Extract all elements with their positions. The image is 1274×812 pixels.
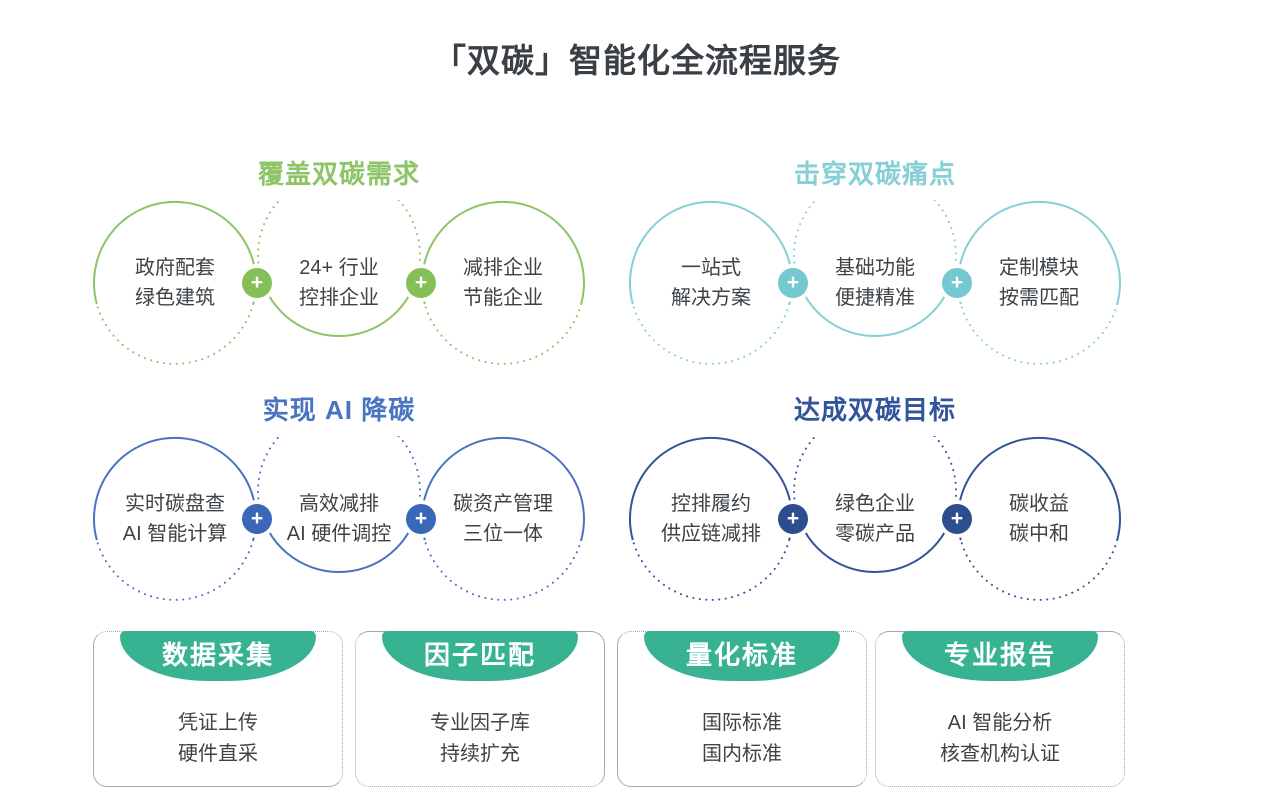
plus-icon: + <box>406 504 436 534</box>
circle-outline <box>793 436 957 573</box>
circle-outline <box>421 200 585 365</box>
section-title: 击穿双碳痛点 <box>793 159 956 189</box>
section-title: 实现 AI 降碳 <box>262 395 416 425</box>
feature-circle: 定制模块 按需匹配 <box>956 200 1122 366</box>
feature-circle: 基础功能 便捷精准 <box>792 200 958 366</box>
circle-outline <box>629 200 793 365</box>
circle-label: 基础功能 便捷精准 <box>835 257 915 309</box>
circle-outline <box>421 436 585 601</box>
circle-label: 政府配套 绿色建筑 <box>135 257 215 309</box>
plus-icon: + <box>942 504 972 534</box>
circle-label: 实时碳盘查 AI 智能计算 <box>122 493 228 545</box>
card-title-badge: 数据采集 <box>120 631 316 681</box>
feature-circle: 一站式 解决方案 <box>628 200 794 366</box>
circle-outline <box>629 436 793 601</box>
circle-label: 碳收益 碳中和 <box>1009 493 1069 545</box>
section-goals: 达成双碳目标 控排履约 供应链减排 + 绿色企业 零碳产品 <box>628 390 1122 602</box>
card-title-badge: 因子匹配 <box>382 631 578 681</box>
plus-icon: + <box>942 268 972 298</box>
feature-circle: 碳收益 碳中和 <box>956 436 1122 602</box>
page-title: 「双碳」智能化全流程服务 <box>433 42 841 79</box>
feature-circle: 政府配套 绿色建筑 <box>92 200 258 366</box>
feature-circle: 实时碳盘查 AI 智能计算 <box>92 436 258 602</box>
circle-outline <box>257 200 421 337</box>
circle-group: 政府配套 绿色建筑 + 24+ 行业 控排企业 + <box>92 200 586 366</box>
feature-circle: 碳资产管理 三位一体 <box>420 436 586 602</box>
card-title-badge: 专业报告 <box>902 631 1098 681</box>
plus-icon: + <box>778 504 808 534</box>
circle-label: 控排履约 供应链减排 <box>661 493 761 545</box>
feature-circle: 绿色企业 零碳产品 <box>792 436 958 602</box>
feature-circle: 24+ 行业 控排企业 <box>256 200 422 366</box>
section-ai-reduction: 实现 AI 降碳 实时碳盘查 AI 智能计算 + 高效减排 AI 硬件调控 <box>92 390 586 602</box>
circle-outline <box>957 200 1121 365</box>
circle-label: 减排企业 节能企业 <box>463 257 543 309</box>
circle-outline <box>93 200 257 365</box>
circle-label: 绿色企业 零碳产品 <box>835 493 915 545</box>
feature-circle: 减排企业 节能企业 <box>420 200 586 366</box>
process-card-data-collection: 数据采集 凭证上传 硬件直采 <box>93 631 343 787</box>
card-body: 专业因子库 持续扩充 <box>430 712 530 765</box>
circle-label: 高效减排 AI 硬件调控 <box>286 493 392 545</box>
circle-group: 实时碳盘查 AI 智能计算 + 高效减排 AI 硬件调控 + <box>92 436 586 602</box>
circle-label: 碳资产管理 三位一体 <box>453 493 553 545</box>
circle-label: 一站式 解决方案 <box>671 257 751 309</box>
plus-icon: + <box>778 268 808 298</box>
plus-icon: + <box>406 268 436 298</box>
card-body: 凭证上传 硬件直采 <box>178 712 258 765</box>
process-card-professional-reports: 专业报告 AI 智能分析 核查机构认证 <box>875 631 1125 787</box>
section-coverage: 覆盖双碳需求 政府配套 绿色建筑 + 24+ 行业 控排企业 <box>92 154 586 366</box>
section-painpoints: 击穿双碳痛点 一站式 解决方案 + 基础功能 便捷精准 <box>628 154 1122 366</box>
plus-icon: + <box>242 504 272 534</box>
circle-outline <box>793 200 957 337</box>
circle-outline <box>957 436 1121 601</box>
circle-outline <box>93 436 257 601</box>
circle-group: 控排履约 供应链减排 + 绿色企业 零碳产品 + 碳 <box>628 436 1122 602</box>
card-body: AI 智能分析 核查机构认证 <box>940 712 1060 765</box>
circle-label: 24+ 行业 控排企业 <box>299 257 379 309</box>
feature-circle: 控排履约 供应链减排 <box>628 436 794 602</box>
card-title-badge: 量化标准 <box>644 631 840 681</box>
circle-outline <box>257 436 421 573</box>
circle-group: 一站式 解决方案 + 基础功能 便捷精准 + 定制模 <box>628 200 1122 366</box>
section-title: 达成双碳目标 <box>793 395 956 425</box>
feature-circle: 高效减排 AI 硬件调控 <box>256 436 422 602</box>
circle-label: 定制模块 按需匹配 <box>999 257 1079 309</box>
plus-icon: + <box>242 268 272 298</box>
process-card-factor-matching: 因子匹配 专业因子库 持续扩充 <box>355 631 605 787</box>
process-card-quantification-standards: 量化标准 国际标准 国内标准 <box>617 631 867 787</box>
section-title: 覆盖双碳需求 <box>257 159 420 189</box>
card-body: 国际标准 国内标准 <box>702 712 782 765</box>
